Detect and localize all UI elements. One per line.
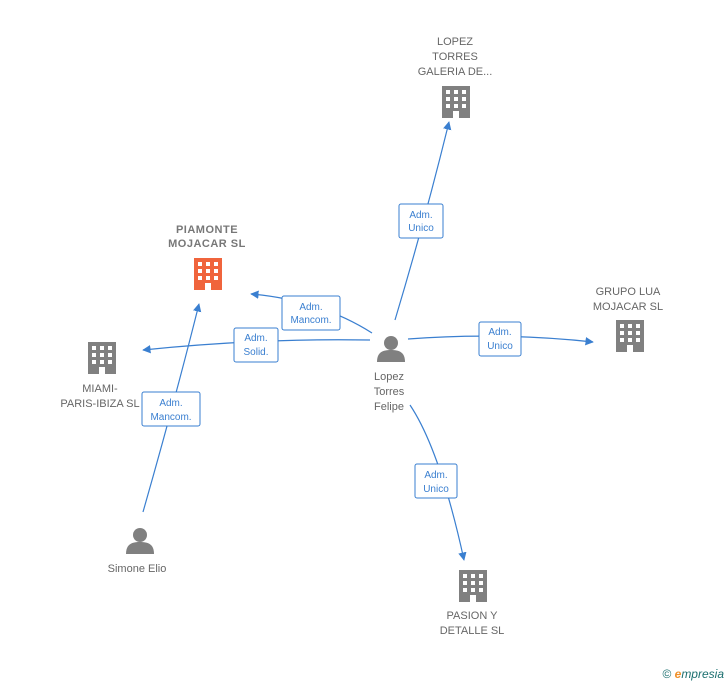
- node-grupo-lua[interactable]: GRUPO LUA MOJACAR SL: [593, 286, 663, 352]
- edge-label[interactable]: Adm. Unico: [414, 463, 458, 499]
- node-lopez-felipe[interactable]: Lopez Torres Felipe: [374, 336, 405, 413]
- brand-initial: e: [674, 667, 682, 681]
- node-label-line: Lopez: [374, 371, 404, 383]
- edge-label[interactable]: Adm. Solid.: [233, 327, 279, 363]
- edge-label-line: Mancom.: [290, 315, 331, 326]
- edge-simone-piamonte[interactable]: Adm. Mancom.: [141, 303, 202, 513]
- building-icon: [616, 320, 644, 352]
- node-label-line: GALERIA DE...: [418, 66, 493, 78]
- building-icon: [442, 86, 470, 118]
- node-label-line: DETALLE SL: [440, 625, 505, 637]
- edge-label-line: Adm.: [409, 210, 432, 221]
- node-miami[interactable]: MIAMI- PARIS-IBIZA SL: [60, 342, 140, 410]
- edge-label-line: Unico: [408, 223, 434, 234]
- edge-label[interactable]: Adm. Mancom.: [141, 391, 201, 427]
- edge-label[interactable]: Adm. Mancom.: [281, 295, 341, 331]
- node-label-line: GRUPO LUA: [596, 286, 661, 298]
- brand-name: mpresia: [681, 667, 724, 681]
- node-label-line: Simone Elio: [108, 563, 167, 575]
- person-icon: [126, 528, 154, 554]
- edge-label-line: Solid.: [243, 347, 268, 358]
- person-icon: [377, 336, 405, 362]
- node-pasion[interactable]: PASION Y DETALLE SL: [440, 570, 505, 637]
- edge-label[interactable]: Adm. Unico: [478, 321, 522, 357]
- node-piamonte[interactable]: PIAMONTE MOJACAR SL: [168, 224, 246, 290]
- edge-label-line: Adm.: [299, 302, 322, 313]
- node-label-line: PIAMONTE: [176, 224, 238, 236]
- edge-felipe-galeria[interactable]: Adm. Unico: [394, 121, 452, 321]
- building-icon: [88, 342, 116, 374]
- node-simone[interactable]: Simone Elio: [108, 528, 167, 575]
- edge-felipe-pasion[interactable]: Adm. Unico: [409, 404, 467, 561]
- edge-label-line: Unico: [423, 484, 449, 495]
- edge-felipe-piamonte[interactable]: Adm. Mancom.: [250, 290, 373, 334]
- node-label-line: Felipe: [374, 401, 404, 413]
- edge-felipe-miami[interactable]: Adm. Solid.: [142, 327, 371, 363]
- edge-label[interactable]: Adm. Unico: [398, 203, 444, 239]
- node-label-line: MIAMI-: [82, 383, 118, 395]
- node-label-line: TORRES: [432, 51, 478, 63]
- copyright-icon: ©: [662, 667, 672, 681]
- node-label-line: LOPEZ: [437, 36, 473, 48]
- node-lopez-galeria[interactable]: LOPEZ TORRES GALERIA DE...: [418, 36, 493, 118]
- node-label-line: MOJACAR SL: [168, 238, 246, 250]
- edges-layer: Adm. Unico Adm. Mancom. Adm. Solid.: [141, 121, 594, 561]
- edge-label-line: Adm.: [244, 333, 267, 344]
- edge-label-line: Adm.: [488, 327, 511, 338]
- edge-label-line: Unico: [487, 341, 513, 352]
- building-icon: [459, 570, 487, 602]
- empresia-logo[interactable]: © empresia: [662, 667, 724, 681]
- edge-felipe-grupolua[interactable]: Adm. Unico: [407, 321, 594, 357]
- nodes-layer: PIAMONTE MOJACAR SL LOPEZ TORRES GALERIA…: [60, 36, 663, 637]
- edge-label-line: Adm.: [159, 398, 182, 409]
- building-icon: [194, 258, 222, 290]
- node-label-line: PARIS-IBIZA SL: [60, 398, 139, 410]
- node-label-line: PASION Y: [447, 610, 499, 622]
- edge-label-line: Adm.: [424, 470, 447, 481]
- node-label-line: MOJACAR SL: [593, 301, 663, 313]
- node-label-line: Torres: [374, 386, 405, 398]
- edge-label-line: Mancom.: [150, 412, 191, 423]
